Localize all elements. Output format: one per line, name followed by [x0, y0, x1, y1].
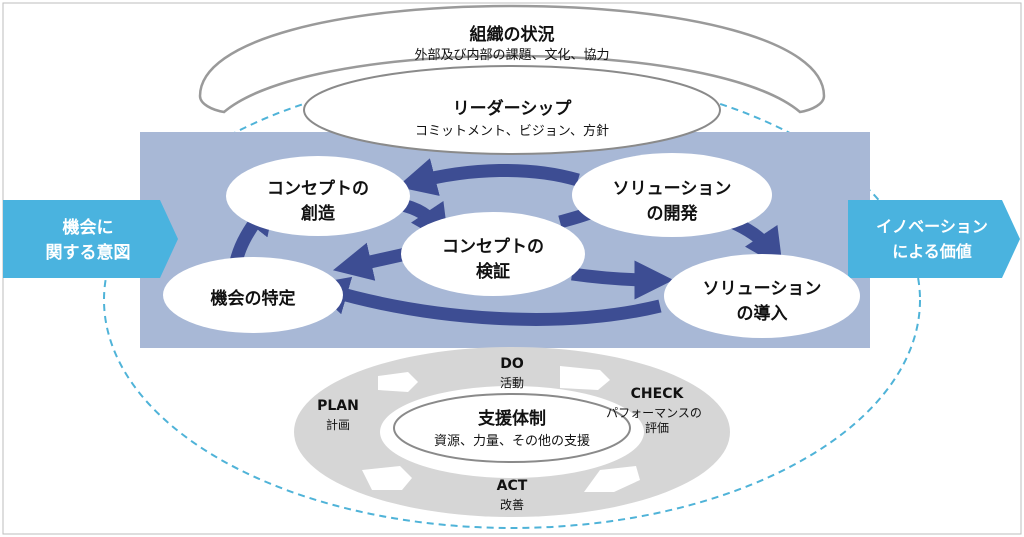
pdca-plan-label: PLAN	[317, 398, 359, 414]
pdca-do-sub: 活動	[499, 376, 524, 390]
concept-validation-label-1: コンセプトの	[442, 237, 544, 257]
solution-deploy-label-1: ソリューション	[702, 279, 822, 299]
support-title: 支援体制	[478, 409, 546, 429]
output-label-line2: による価値	[892, 242, 972, 261]
flow-arrow	[309, 276, 662, 326]
solution-deploy-ellipse	[664, 254, 860, 338]
flow-arrow	[571, 260, 674, 300]
leadership-title: リーダーシップ	[452, 99, 572, 119]
concept-creation-label-1: コンセプトの	[267, 179, 369, 199]
concept-validation-ellipse	[401, 212, 585, 296]
pdca-plan-sub: 計画	[325, 418, 350, 432]
input-label-line1: 機会に	[62, 218, 114, 238]
concept-creation-ellipse	[226, 156, 410, 236]
flow-arrow	[397, 158, 580, 196]
opportunity-label: 機会の特定	[210, 289, 296, 309]
support-ellipse	[393, 393, 631, 463]
pdca-check-label: CHECK	[630, 386, 684, 402]
pdca-do-label: DO	[500, 356, 524, 372]
output-label-line1: イノベーション	[876, 217, 988, 236]
organization-context-band	[198, 4, 826, 114]
input-label-line2: 関する意図	[45, 243, 131, 263]
leadership-subtitle: コミットメント、ビジョン、方針	[415, 124, 609, 139]
org-title: 組織の状況	[469, 25, 555, 45]
solution-dev-label-1: ソリューション	[612, 179, 732, 199]
pdca-chevron	[560, 366, 610, 390]
pdca-act-label: ACT	[496, 478, 528, 494]
pdca-chevron	[584, 466, 640, 492]
solution-dev-label-2: の開発	[646, 204, 698, 224]
org-subtitle: 外部及び内部の課題、文化、協力	[414, 48, 610, 63]
leadership-ellipse	[303, 65, 721, 155]
opportunity-ellipse	[163, 257, 343, 333]
output-arrow	[848, 200, 1020, 278]
pdca-chevron	[362, 466, 412, 490]
concept-validation-label-2: 検証	[476, 262, 510, 282]
solution-dev-ellipse	[572, 153, 772, 237]
support-subtitle: 資源、力量、その他の支援	[433, 434, 590, 449]
concept-creation-label-2: 創造	[301, 204, 335, 224]
solution-deploy-label-2: の導入	[736, 304, 788, 324]
pdca-check-sub2: 評価	[644, 421, 669, 435]
pdca-check-sub1: パフォーマンスの	[606, 406, 702, 420]
pdca-chevron	[378, 372, 418, 392]
input-arrow	[3, 200, 178, 278]
pdca-act-sub: 改善	[499, 498, 524, 512]
